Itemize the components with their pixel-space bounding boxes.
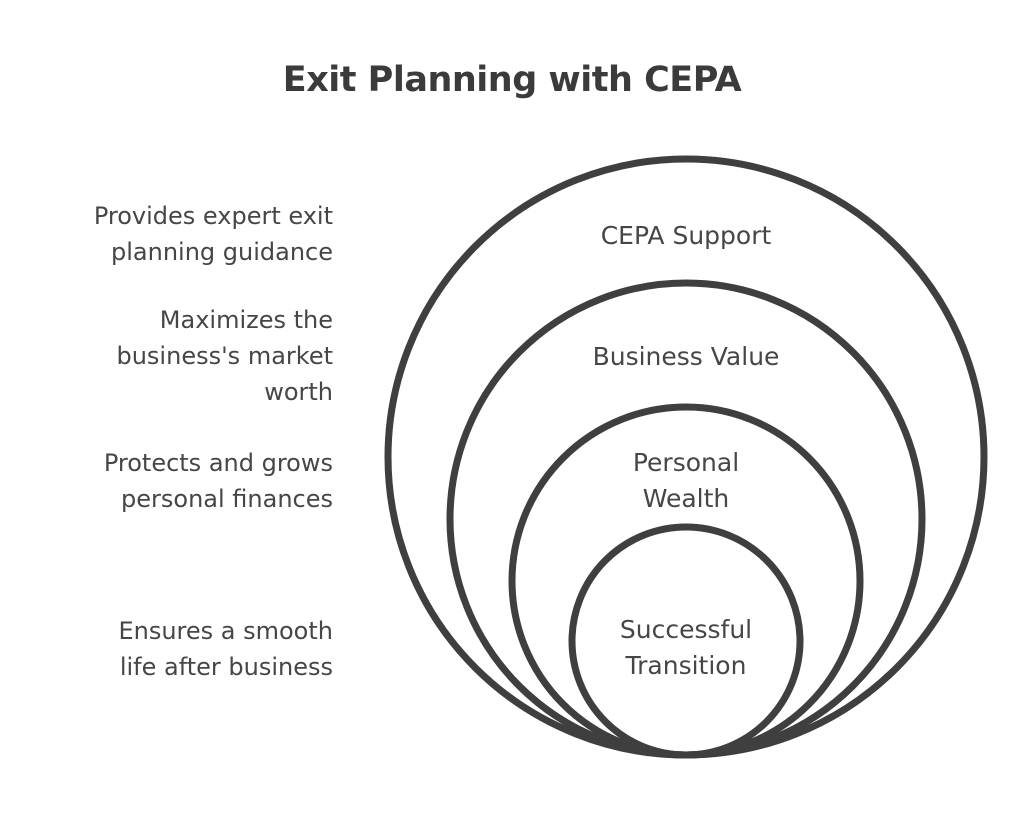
annotation-cepa-support: Provides expert exit planning guidance bbox=[93, 202, 333, 266]
ring-label-business-value: Business Value bbox=[592, 342, 780, 371]
annotation-business-value: Maximizes the business's market worth bbox=[116, 306, 333, 406]
annotation-personal-wealth: Protects and grows personal finances bbox=[103, 449, 333, 513]
ring-label-successful-transition: Successful Transition bbox=[619, 615, 753, 680]
ring-label-personal-wealth: Personal Wealth bbox=[632, 448, 740, 513]
ring-label-cepa-support: CEPA Support bbox=[600, 221, 772, 250]
diagram-title: Exit Planning with CEPA bbox=[282, 60, 742, 100]
ring-circle-successful-transition bbox=[568, 523, 804, 759]
annotation-successful-transition: Ensures a smooth life after business bbox=[118, 617, 333, 681]
